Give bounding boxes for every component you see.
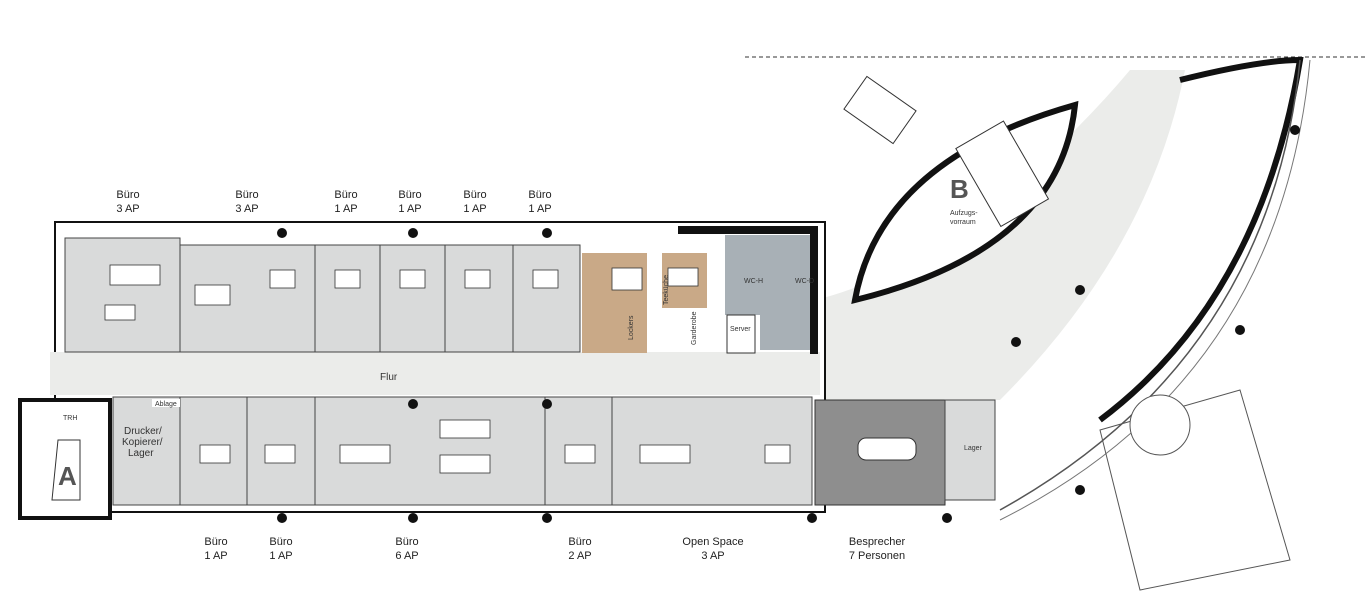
lobby-label-1: Aufzugs-	[950, 210, 978, 217]
corridor-label: Flur	[380, 372, 398, 383]
office-top-5	[444, 244, 514, 353]
room-capacity: 1 AP	[463, 203, 487, 215]
kitchen-label: Teeküche	[663, 275, 670, 305]
desks	[104, 264, 791, 474]
room-name: Büro	[528, 189, 552, 201]
room-name: Büro	[463, 189, 487, 201]
storage-room	[944, 399, 996, 501]
room-name: Büro	[395, 536, 419, 548]
label-meeting-room: Besprecher 7 Personen	[837, 535, 917, 563]
room-name: Büro	[334, 189, 358, 201]
printer-room	[112, 396, 181, 506]
label-office-bottom-3: Büro 6 AP	[367, 535, 447, 563]
room-name: Büro	[235, 189, 259, 201]
room-capacity: 2 AP	[568, 550, 592, 562]
label-office-top-3: Büro 1 AP	[306, 188, 386, 216]
stair-a-letter: A	[58, 461, 77, 491]
room-name: Büro	[398, 189, 422, 201]
room-capacity: 3 AP	[701, 550, 725, 562]
shelf-label: Ablage	[155, 401, 177, 408]
label-office-bottom-2: Büro 1 AP	[241, 535, 321, 563]
room-capacity: 6 AP	[395, 550, 419, 562]
wc-men-label: WC-H	[744, 278, 763, 285]
room-capacity: 3 AP	[116, 203, 140, 215]
room-capacity: 1 AP	[204, 550, 228, 562]
office-top-3	[314, 244, 381, 353]
room-name: Besprecher	[848, 536, 906, 548]
facade-line	[999, 59, 1301, 511]
label-office-top-5: Büro 1 AP	[435, 188, 515, 216]
skylight	[843, 75, 917, 145]
room-name: Open Space	[682, 536, 744, 548]
label-office-top-6: Büro 1 AP	[500, 188, 580, 216]
room-capacity: 1 AP	[269, 550, 293, 562]
meeting-table	[857, 437, 917, 461]
office-top-1	[64, 237, 181, 353]
wc-women-label: WC-D	[795, 278, 814, 285]
label-office-top-2: Büro 3 AP	[207, 188, 287, 216]
shelf	[152, 399, 180, 407]
room-capacity: 3 AP	[235, 203, 259, 215]
wc-area	[725, 235, 815, 315]
stair-a-landing	[51, 439, 81, 501]
facade-line-outer	[999, 59, 1311, 521]
label-office-top-1: Büro 3 AP	[88, 188, 168, 216]
round-feature	[1129, 394, 1191, 456]
room-name: Büro	[269, 536, 293, 548]
east-wall	[1098, 56, 1304, 423]
printer-label-1: Drucker/	[124, 426, 162, 437]
elevator-shafts	[955, 120, 1050, 228]
columns	[277, 125, 1300, 523]
office-top-6	[512, 244, 581, 353]
printer-label-3: Lager	[128, 448, 154, 459]
label-office-bottom-1: Büro 1 AP	[176, 535, 256, 563]
printer-label-2: Kopierer/	[122, 437, 163, 448]
wardrobe-label: Garderobe	[691, 311, 698, 345]
room-capacity: 1 AP	[334, 203, 358, 215]
core-wall	[678, 226, 818, 234]
room-capacity: 7 Personen	[848, 550, 906, 562]
label-office-top-4: Büro 1 AP	[370, 188, 450, 216]
terrace-structure	[1099, 389, 1291, 591]
label-office-bottom-4: Büro 2 AP	[540, 535, 620, 563]
wc-lobby	[760, 315, 815, 350]
office-top-4	[379, 244, 446, 353]
trh-label: TRH	[63, 415, 77, 422]
server-room	[726, 314, 756, 354]
storage-label: Lager	[964, 445, 983, 452]
label-open-space: Open Space 3 AP	[673, 535, 753, 563]
room-capacity: 1 AP	[398, 203, 422, 215]
room-name: Büro	[116, 189, 140, 201]
lobby-label-2: vorraum	[950, 219, 976, 226]
room-name: Büro	[568, 536, 592, 548]
corridor	[50, 352, 820, 395]
room-capacity: 1 AP	[528, 203, 552, 215]
lockers-label: Lockers	[628, 315, 635, 340]
core-b-letter: B	[950, 174, 969, 204]
core-wall-side	[810, 226, 818, 354]
server-label: Server	[730, 326, 751, 333]
room-name: Büro	[204, 536, 228, 548]
